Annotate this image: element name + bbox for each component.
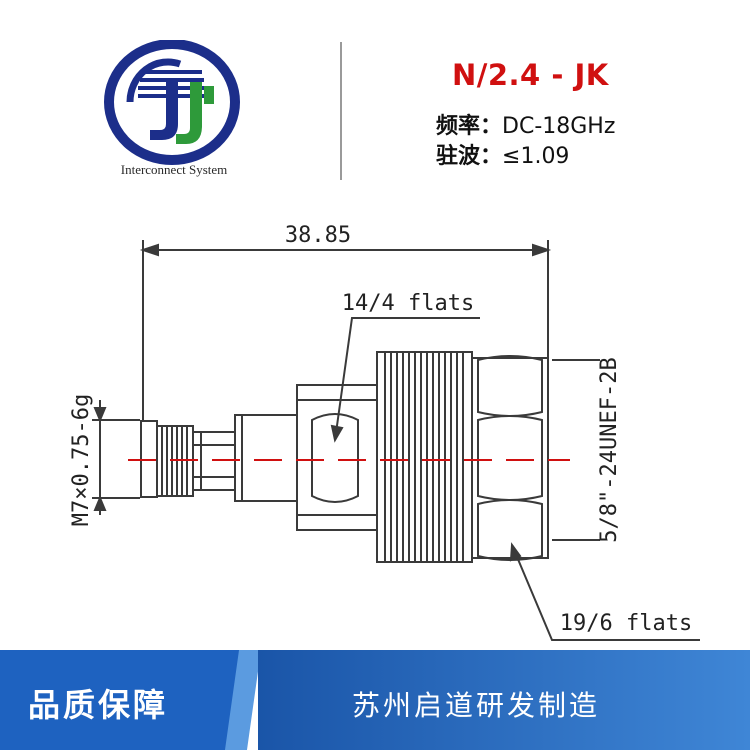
footer-left-panel — [0, 650, 240, 750]
knurled-coupling-nut — [376, 351, 473, 563]
company-logo — [104, 40, 240, 165]
small-hex-flat — [311, 413, 359, 503]
arrow-left — [139, 243, 159, 257]
label-right-thread: 5/8"-24UNEF-2B — [597, 357, 622, 542]
spec-frequency: 频率：DC-18GHz — [436, 108, 615, 140]
leader-14-4-flats — [334, 317, 480, 441]
arrow-right — [532, 243, 552, 257]
header-divider — [340, 42, 342, 180]
label-small-hex-flats: 14/4 flats — [342, 291, 474, 316]
logo-tagline: Interconnect System — [120, 162, 228, 177]
spec-frequency-value: DC-18GHz — [502, 114, 616, 139]
footer-right-panel — [258, 650, 750, 750]
header: Interconnect System N/2.4 - JK 频率：DC-18G… — [0, 0, 750, 200]
spec-vswr-label: 驻波： — [436, 144, 503, 169]
label-large-hex-flats: 19/6 flats — [560, 611, 692, 636]
model-title: N/2.4 - JK — [452, 58, 609, 92]
spec-vswr: 驻波：≤1.09 — [436, 138, 569, 170]
quality-guarantee-text: 品质保障 — [28, 686, 169, 724]
manufacturer-text: 苏州启道研发制造 — [352, 689, 601, 722]
leader-19-6-flats — [511, 544, 700, 641]
footer-banner: 品质保障 苏州启道研发制造 — [0, 650, 750, 750]
spec-vswr-value: ≤1.09 — [502, 144, 570, 169]
connector-drawing: 38.85 14/4 flats 19/6 flats M7×0.75-6g 5… — [69, 223, 700, 641]
body-section — [234, 384, 378, 531]
label-left-thread: M7×0.75-6g — [69, 394, 94, 526]
large-hex-nut — [471, 355, 549, 561]
spec-frequency-label: 频率： — [436, 114, 503, 139]
dimension-overall-length: 38.85 — [285, 223, 351, 248]
